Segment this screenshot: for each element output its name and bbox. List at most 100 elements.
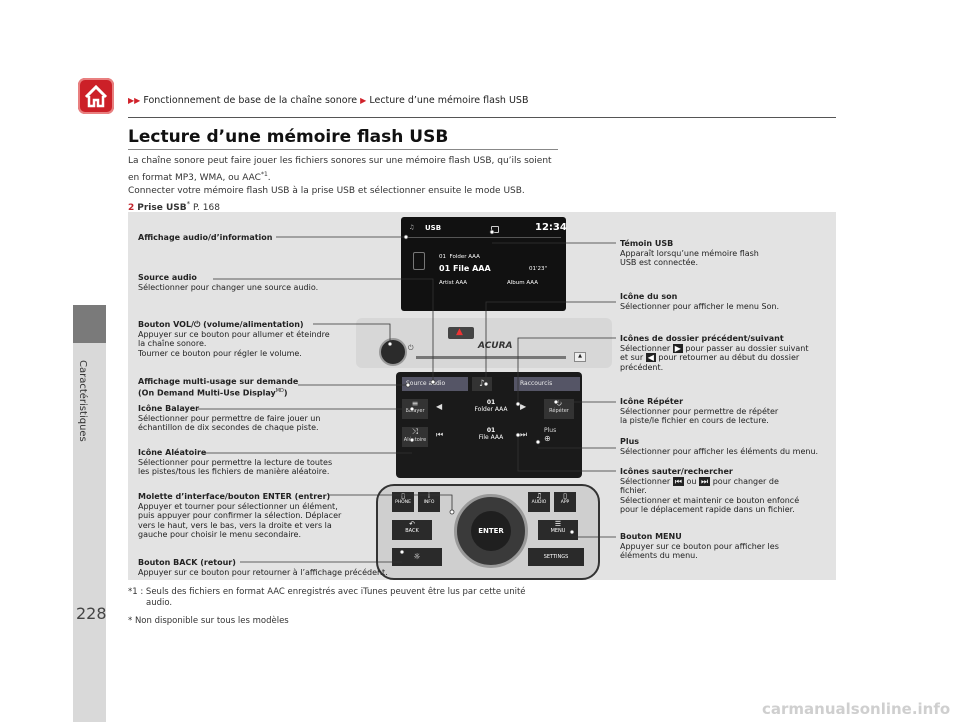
more-button[interactable]: Plus⊕ bbox=[544, 427, 574, 447]
label-body: puis appuyer pour confirmer la sélection… bbox=[138, 511, 342, 520]
label-body: USB est connectée. bbox=[620, 258, 699, 267]
label-interface-dial: Molette d’interface/bouton ENTER (entrer… bbox=[138, 492, 341, 540]
label-title-end: (volume/alimentation) bbox=[200, 320, 304, 329]
menu-button[interactable]: ☰MENU bbox=[538, 520, 578, 540]
usb-indicator-icon bbox=[491, 226, 499, 233]
label-title: Icône Répéter bbox=[620, 397, 684, 406]
back-label: BACK bbox=[405, 528, 419, 534]
intro-line: La chaîne sonore peut faire jouer les fi… bbox=[128, 156, 552, 166]
app-label: APP bbox=[560, 500, 570, 505]
file-row: 01 File AAA bbox=[439, 264, 491, 273]
label-back-button: Bouton BACK (retour)Appuyer sur ce bouto… bbox=[138, 558, 388, 577]
scan-button[interactable]: ≡Balayer bbox=[402, 399, 428, 419]
brightness-button[interactable]: ☼ bbox=[392, 548, 442, 566]
enter-button[interactable]: ENTER bbox=[471, 511, 511, 551]
label-body: Appuyer sur ce bouton pour allumer et ét… bbox=[138, 329, 330, 339]
label-body: échantillon de dix secondes de chaque pi… bbox=[138, 423, 319, 432]
random-button[interactable]: ⤨Aléatoire bbox=[402, 427, 428, 447]
more-icon: ⊕ bbox=[544, 434, 551, 443]
folder-prev-icon[interactable]: ◀ bbox=[436, 402, 443, 411]
skip-back-small-icon: ⏮ bbox=[672, 476, 684, 486]
title-underline bbox=[128, 149, 558, 150]
label-body: Sélectionner pour permettre la lecture d… bbox=[138, 457, 333, 467]
folder-display-name: Folder AAA bbox=[474, 406, 508, 413]
audio-info-display: ♫ USB 12:34 01 Folder AAA 01 File AAA 01… bbox=[401, 217, 567, 311]
volume-power-knob[interactable] bbox=[379, 338, 407, 366]
label-body: Appuyer sur ce bouton pour afficher les bbox=[620, 541, 779, 551]
label-odmd: Affichage multi-usage sur demande (On Dem… bbox=[138, 377, 298, 398]
label-body: Appuyer et tourner pour sélectionner un … bbox=[138, 501, 338, 511]
source-audio-button[interactable]: Source audio bbox=[402, 377, 468, 391]
artist-name: Artist AAA bbox=[439, 280, 468, 286]
sound-icon[interactable]: ♪ bbox=[472, 377, 492, 391]
power-icon: ⏻ bbox=[408, 344, 414, 352]
hazard-button[interactable] bbox=[448, 327, 474, 339]
shuffle-icon: ⤨ bbox=[411, 427, 419, 436]
intro-line: Connecter votre mémoire flash USB à la p… bbox=[128, 186, 525, 196]
label-body: fichier. bbox=[620, 486, 647, 495]
eject-button[interactable]: ▲ bbox=[574, 352, 586, 362]
label-body: ou bbox=[686, 476, 697, 486]
scan-icon: ≡ bbox=[411, 399, 419, 408]
label-title: Icône du son bbox=[620, 292, 678, 301]
skip-forward-icon[interactable]: ⏭ bbox=[520, 430, 528, 439]
home-icon bbox=[84, 84, 108, 108]
interface-dial[interactable]: ENTER bbox=[454, 494, 528, 568]
breadcrumb-item-chapter[interactable]: Fonctionnement de base de la chaîne sono… bbox=[143, 95, 358, 106]
label-title: Affichage multi-usage sur demande bbox=[138, 377, 299, 386]
skip-back-icon[interactable]: ⏮ bbox=[436, 430, 444, 439]
file-display-name: File AAA bbox=[478, 434, 504, 441]
label-title: Icônes de dossier précédent/suivant bbox=[620, 334, 784, 343]
breadcrumb-arrow-icon: ▶▶ bbox=[128, 96, 141, 105]
app-button[interactable]: ▯APP bbox=[554, 492, 576, 512]
breadcrumb-arrow-icon: ▶ bbox=[360, 96, 367, 105]
back-button[interactable]: ↶BACK bbox=[392, 520, 432, 540]
intro-line: en format MP3, WMA, ou AAC*1. bbox=[128, 171, 271, 183]
shortcuts-button[interactable]: Raccourcis bbox=[514, 377, 580, 391]
music-note-icon: ♫ bbox=[409, 224, 415, 231]
power-symbol-icon: ⏻ bbox=[193, 320, 201, 329]
menu-icon: ☰ bbox=[554, 520, 562, 528]
folder-next-icon[interactable]: ▶ bbox=[520, 402, 527, 411]
label-title-line2: (On Demand Multi-Use Display bbox=[138, 388, 276, 398]
reference-arrow-icon: 2 bbox=[128, 203, 135, 213]
hazard-icon: ▲ bbox=[456, 327, 463, 337]
home-button[interactable] bbox=[78, 78, 114, 114]
folder-number: 01 bbox=[439, 254, 446, 260]
label-body: Sélectionner bbox=[620, 343, 671, 353]
label-body: Sélectionner et maintenir ce bouton enfo… bbox=[620, 495, 800, 505]
audio-label: AUDIO bbox=[531, 500, 547, 505]
settings-button[interactable]: SETTINGS bbox=[528, 548, 584, 566]
repeat-button[interactable]: ↻Répéter bbox=[544, 399, 574, 419]
label-body: éléments du menu. bbox=[620, 551, 698, 560]
label-body: Sélectionner pour permettre de répéter bbox=[620, 406, 779, 416]
label-body: gauche pour choisir le menu secondaire. bbox=[138, 530, 301, 539]
label-title: Bouton BACK (retour) bbox=[138, 558, 236, 567]
label-body: précédent. bbox=[620, 362, 664, 372]
breadcrumb-item-current: Lecture d’une mémoire flash USB bbox=[369, 95, 529, 106]
label-title: Molette d’interface/bouton ENTER (entrer… bbox=[138, 492, 331, 501]
label-audio-display: Affichage audio/d’information bbox=[138, 233, 272, 243]
label-body: Sélectionner pour afficher les éléments … bbox=[620, 446, 819, 456]
phone-button[interactable]: ▯PHONE bbox=[392, 492, 414, 512]
brightness-icon: ☼ bbox=[413, 552, 421, 561]
head-unit: ⏻ ▲ ACURA ▲ bbox=[356, 318, 612, 368]
label-title: Affichage audio/d’information bbox=[138, 233, 273, 242]
page-number: 228 bbox=[76, 604, 107, 623]
reference-label: Prise USB bbox=[137, 203, 187, 213]
label-body: la chaîne sonore. bbox=[138, 339, 207, 348]
repeat-icon: ↻ bbox=[555, 399, 563, 408]
intro-line-text: en format MP3, WMA, ou AAC bbox=[128, 173, 261, 183]
label-body: pour passer au dossier suivant bbox=[682, 343, 809, 353]
scan-label: Balayer bbox=[405, 408, 425, 414]
label-body: Sélectionner pour permettre de faire jou… bbox=[138, 413, 321, 423]
label-body: la piste/le fichier en cours de lecture. bbox=[620, 416, 769, 425]
audio-button[interactable]: ♫AUDIO bbox=[528, 492, 550, 512]
